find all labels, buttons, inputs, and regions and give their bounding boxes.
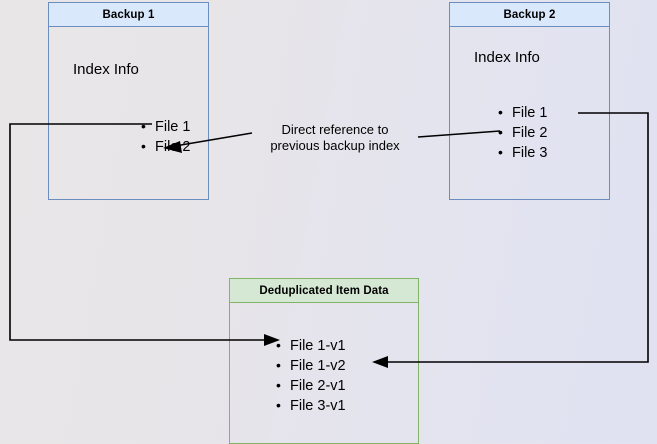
backup-2-file-list: File 1 File 2 File 3 (496, 102, 547, 163)
backup-2-box: Backup 2 Index Info File 1 File 2 File 3 (449, 2, 610, 200)
deduplicated-item-data-box: Deduplicated Item Data File 1-v1 File 1-… (229, 278, 419, 444)
backup-1-index-info-label: Index Info (73, 61, 139, 78)
list-item: File 2 (496, 122, 547, 143)
backup-2-header-label: Backup 2 (503, 8, 556, 21)
deduplicated-item-data-header-label: Deduplicated Item Data (259, 284, 389, 297)
backup-1-box: Backup 1 Index Info File 1 File 2 (48, 2, 209, 200)
direct-reference-annotation: Direct reference to previous backup inde… (255, 122, 415, 154)
list-item: File 2-v1 (274, 375, 346, 396)
backup-2-header: Backup 2 (450, 3, 609, 27)
deduplicated-item-data-header: Deduplicated Item Data (230, 279, 418, 303)
direct-reference-line-2: previous backup index (270, 138, 400, 153)
backup-1-header: Backup 1 (49, 3, 208, 27)
list-item: File 1-v1 (274, 335, 346, 356)
backup-2-index-info-label: Index Info (474, 49, 540, 66)
backup-1-header-label: Backup 1 (102, 8, 155, 21)
backup-1-file-list: File 1 File 2 (139, 116, 190, 157)
list-item: File 1-v2 (274, 355, 346, 376)
list-item: File 1 (496, 102, 547, 123)
list-item: File 2 (139, 136, 190, 157)
direct-reference-line-1: Direct reference to (281, 122, 389, 137)
list-item: File 3-v1 (274, 395, 346, 416)
list-item: File 3 (496, 142, 547, 163)
deduplicated-file-list: File 1-v1 File 1-v2 File 2-v1 File 3-v1 (274, 335, 346, 416)
list-item: File 1 (139, 116, 190, 137)
